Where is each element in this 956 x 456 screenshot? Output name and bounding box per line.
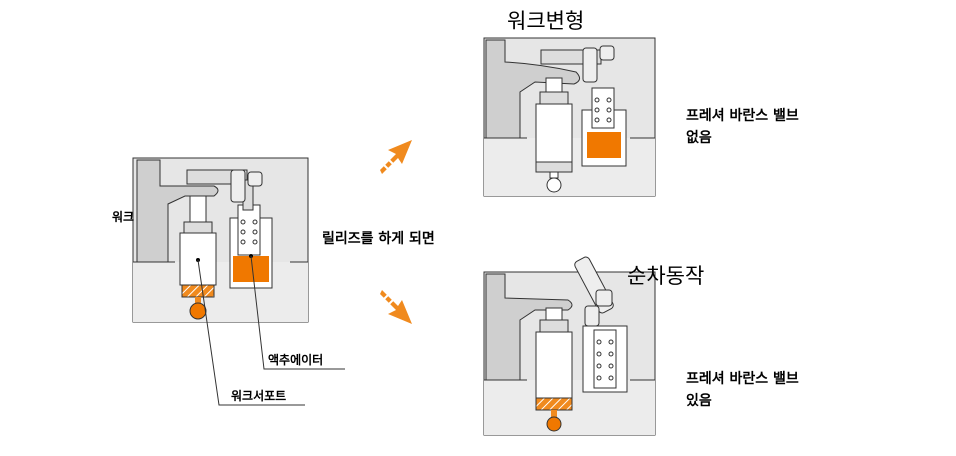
arrow-up-right [380,140,412,174]
left-diagram [132,157,345,406]
label-bottom-note-1: 프레셔 바란스 밸브 [686,370,799,387]
label-release: 릴리즈를 하게 되면 [322,230,435,247]
label-work-support: 워크서포트 [231,388,286,403]
top-right-diagram [483,37,656,197]
label-top-title: 워크변형 [507,9,584,33]
label-bottom-note-2: 있음 [686,393,712,409]
label-work: 워크 [112,210,134,224]
label-cylinder: 액추에이터 [268,352,323,367]
work-support-ball [189,302,207,320]
label-top-note-1: 프레셔 바란스 밸브 [686,107,799,124]
label-top-note-2: 없음 [686,130,712,146]
label-bottom-title: 순차동작 [627,264,704,288]
work-arm [136,159,219,263]
arrow-down-right [380,290,412,324]
bottom-right-diagram [483,256,656,436]
bottom-work-arm [485,273,573,381]
